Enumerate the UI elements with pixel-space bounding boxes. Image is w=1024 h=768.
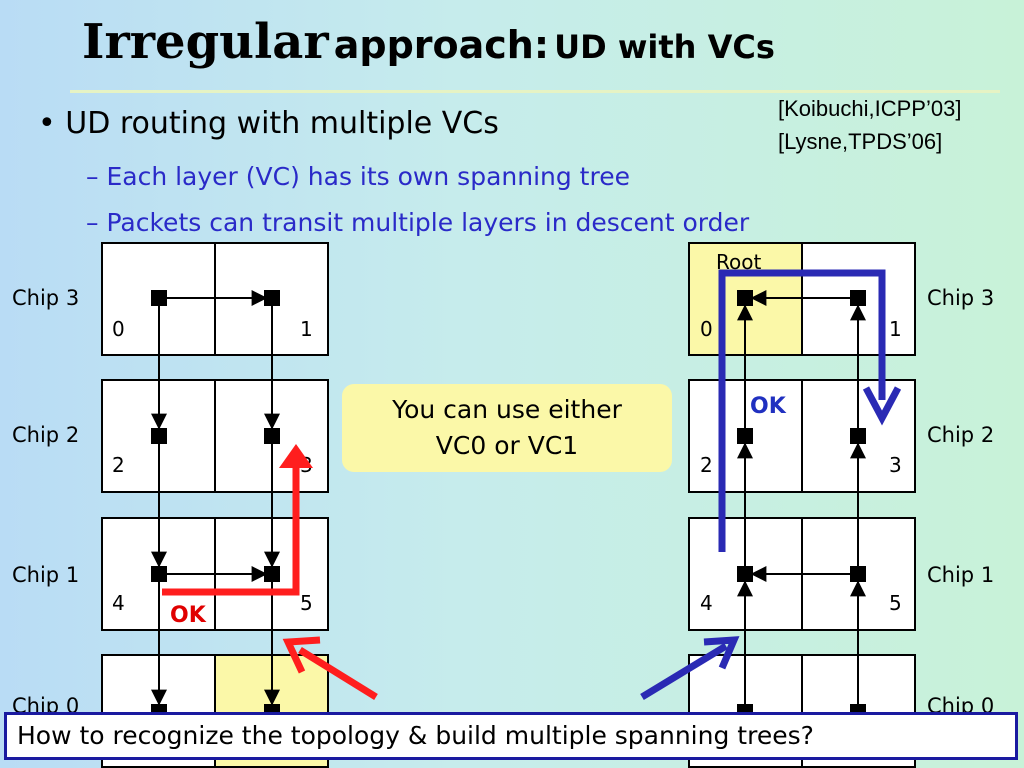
title-part-irregular: Irregular: [82, 14, 329, 70]
ok-label-right: OK: [750, 394, 786, 419]
left-chip-label-1: Chip 1: [12, 563, 80, 587]
node-r2: [737, 428, 753, 444]
red-pointer-arrow: [282, 636, 378, 700]
left-chip-2: [101, 379, 329, 493]
node-l5: [264, 566, 280, 582]
node-l4: [151, 566, 167, 582]
left-num-0: 0: [112, 317, 125, 341]
slide-title: Irregular approach: UD with VCs: [82, 14, 775, 70]
left-nodes: [151, 290, 280, 720]
left-num-2: 2: [112, 453, 125, 477]
reference-lysne: [Lysne,TPDS’06]: [778, 129, 943, 154]
right-num-2: 2: [700, 453, 713, 477]
main-bullet: • UD routing with multiple VCs: [38, 106, 499, 141]
blue-path: [718, 269, 902, 552]
callout-line-1: You can use either: [392, 395, 622, 424]
right-num-4: 4: [700, 591, 713, 615]
question-text: How to recognize the topology & build mu…: [17, 721, 814, 750]
right-links: [737, 290, 866, 704]
title-part-ud-vcs: UD with VCs: [554, 28, 775, 66]
right-num-3: 3: [889, 453, 902, 477]
right-chip-2: [688, 379, 916, 493]
question-box: How to recognize the topology & build mu…: [4, 712, 1018, 760]
subpoint-2: – Packets can transit multiple layers in…: [86, 208, 749, 237]
right-chip-label-3: Chip 3: [927, 286, 995, 310]
callout-line-2: VC0 or VC1: [435, 431, 579, 460]
blue-pointer-arrow: [640, 636, 740, 700]
subpoint-1: – Each layer (VC) has its own spanning t…: [86, 162, 630, 191]
node-r0: [737, 290, 753, 306]
left-num-1: 1: [300, 317, 313, 341]
vc-callout: You can use either VC0 or VC1: [342, 384, 672, 472]
left-num-5: 5: [300, 591, 313, 615]
subpoint-1-text: Each layer (VC) has its own spanning tre…: [106, 162, 630, 191]
right-chip-label-2: Chip 2: [927, 423, 995, 447]
reference-koibuchi: [Koibuchi,ICPP’03]: [778, 96, 962, 121]
left-chip-label-2: Chip 2: [12, 423, 80, 447]
ok-label-left: OK: [170, 603, 206, 628]
red-path: [162, 444, 313, 596]
dash-glyph: –: [86, 208, 107, 237]
node-l0: [151, 290, 167, 306]
references: [Koibuchi,ICPP’03] [Lysne,TPDS’06]: [778, 92, 961, 158]
right-num-0: 0: [700, 317, 713, 341]
left-links: [151, 290, 280, 706]
right-num-5: 5: [889, 591, 902, 615]
title-divider: [70, 90, 1000, 93]
node-l3: [264, 428, 280, 444]
subpoint-2-text: Packets can transit multiple layers in d…: [106, 208, 750, 237]
node-r4: [737, 566, 753, 582]
right-chip-label-1: Chip 1: [927, 563, 995, 587]
node-l2: [151, 428, 167, 444]
title-part-approach: approach:: [333, 23, 550, 67]
node-r1: [850, 290, 866, 306]
node-r5: [850, 566, 866, 582]
right-num-1: 1: [889, 317, 902, 341]
bullet-dot: •: [38, 106, 66, 141]
main-bullet-text: UD routing with multiple VCs: [65, 106, 499, 141]
node-l1: [264, 290, 280, 306]
dash-glyph: –: [86, 162, 107, 191]
left-chip-label-3: Chip 3: [12, 286, 80, 310]
left-num-4: 4: [112, 591, 125, 615]
node-r3: [850, 428, 866, 444]
